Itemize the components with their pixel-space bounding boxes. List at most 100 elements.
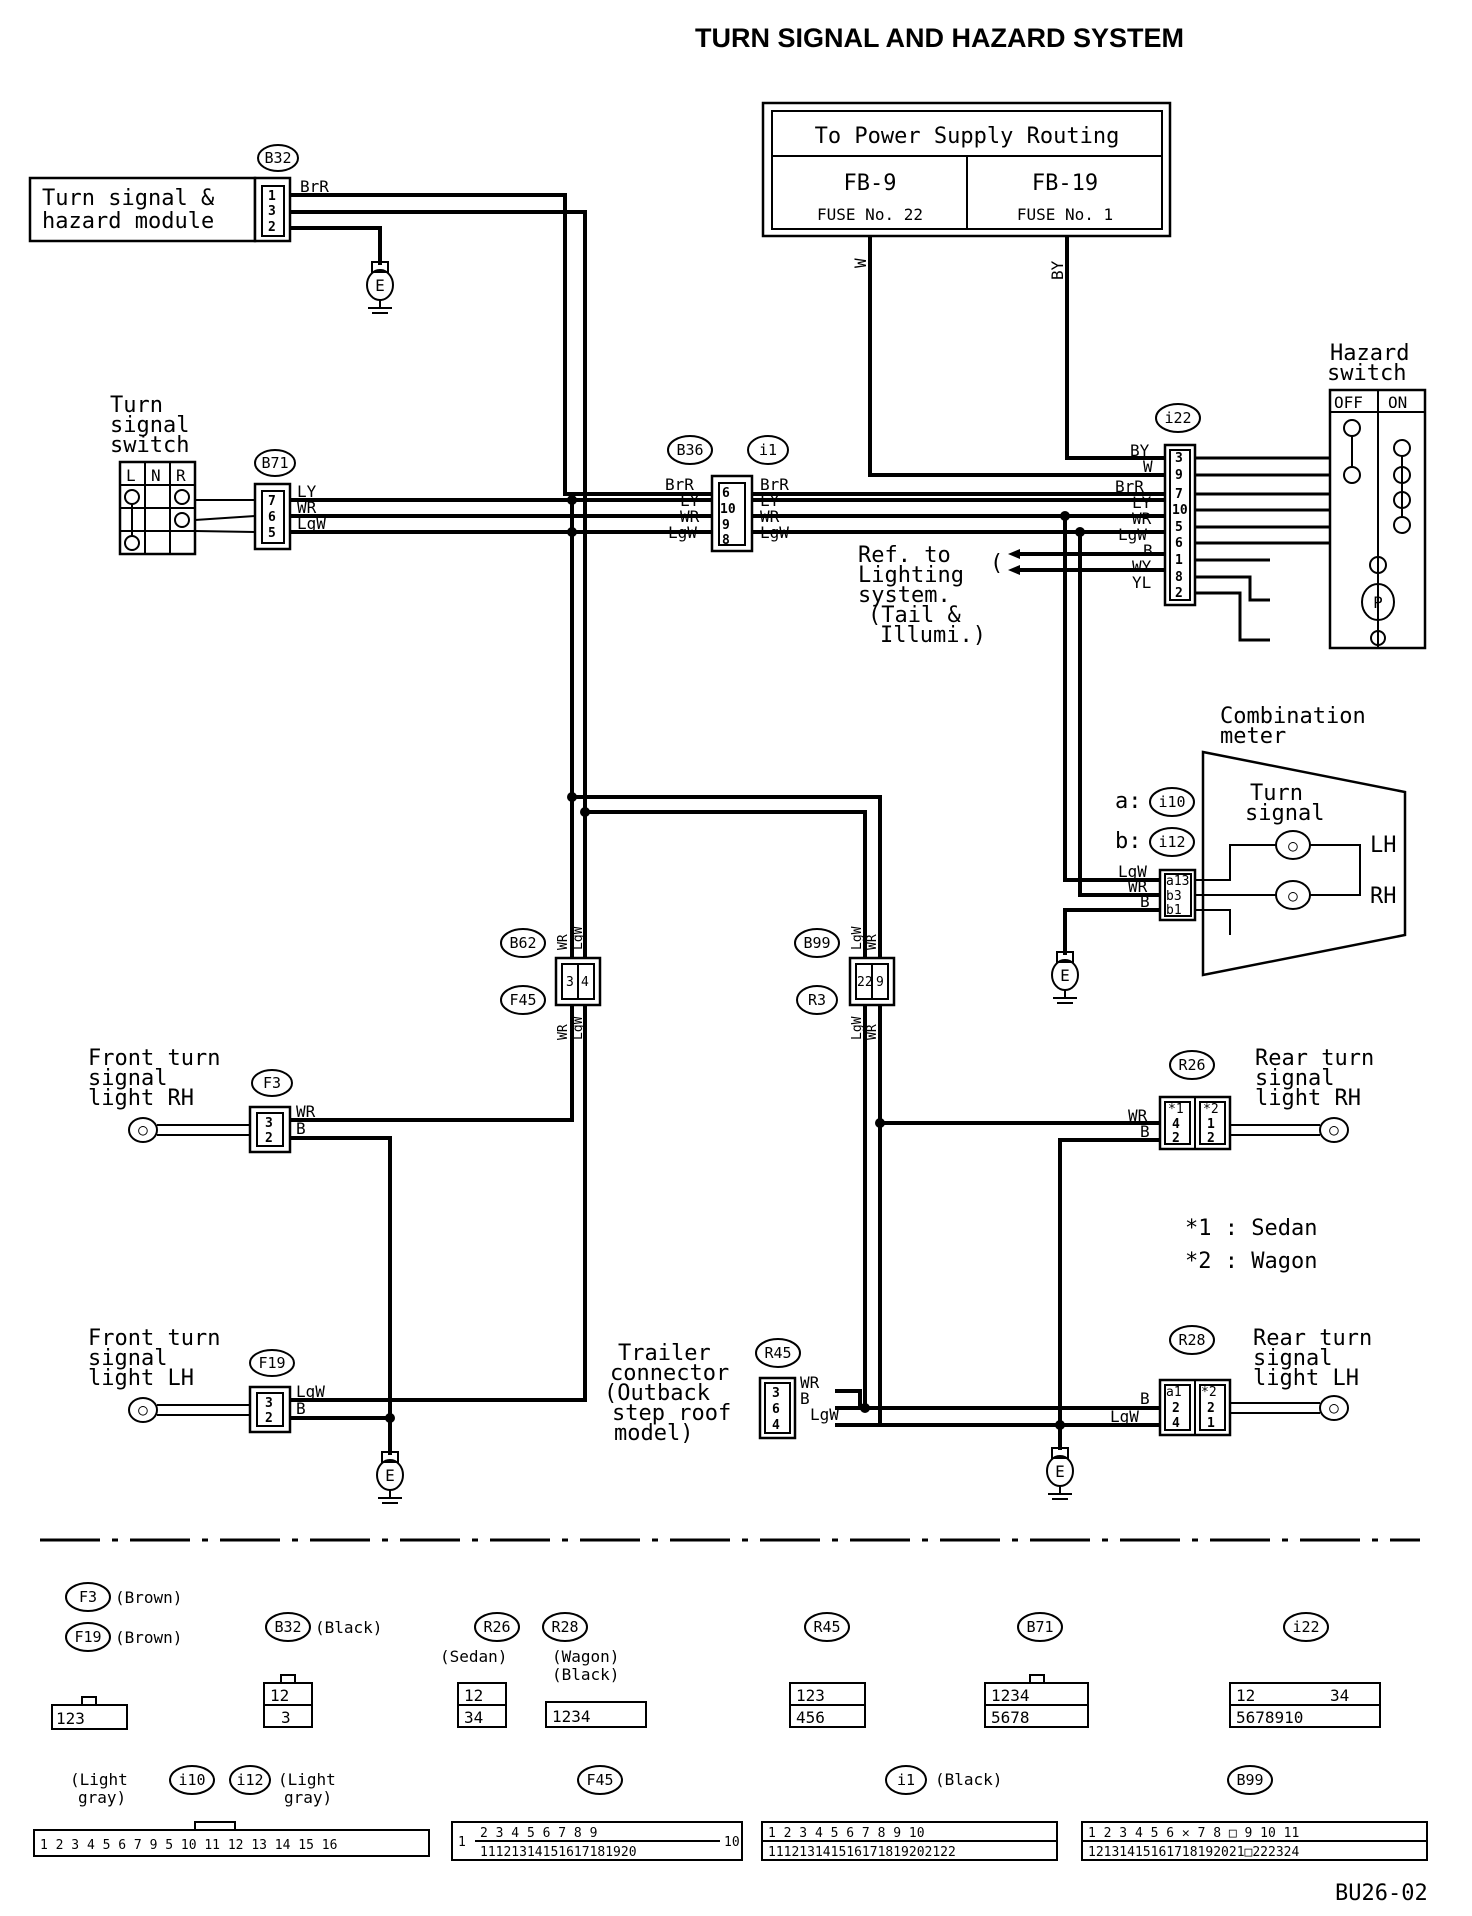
svg-text:W: W: [851, 258, 870, 268]
svg-text:P: P: [1373, 593, 1383, 612]
svg-text:○: ○: [1329, 1120, 1339, 1139]
svg-text:LgW: LgW: [760, 523, 789, 542]
svg-text:LgW: LgW: [1118, 525, 1147, 544]
connector-r3-tag: R3: [796, 985, 838, 1015]
svg-text:2: 2: [268, 220, 276, 235]
svg-text:Front turn: Front turn: [88, 1046, 220, 1071]
svg-text:i10: i10: [1158, 793, 1185, 811]
svg-text:WR: WR: [296, 1102, 316, 1121]
svg-text:(Outback: (Outback: [604, 1381, 710, 1406]
svg-text:LgW: LgW: [850, 1016, 865, 1040]
svg-text:WR: WR: [1128, 1106, 1148, 1125]
svg-text:1 2 3 4 5 6 7 8 9 10: 1 2 3 4 5 6 7 8 9 10: [768, 1826, 925, 1841]
svg-text:LgW: LgW: [810, 1405, 839, 1424]
svg-text:W: W: [1143, 457, 1153, 476]
svg-text:○: ○: [1288, 886, 1298, 905]
svg-text:(Brown): (Brown): [115, 1588, 182, 1607]
svg-text:Turn: Turn: [1250, 781, 1303, 806]
wire-brr-b32: BrR: [300, 177, 329, 196]
svg-text:4: 4: [1172, 1117, 1180, 1132]
fb19-label: FB-19: [1032, 171, 1098, 196]
svg-text:12131415161718192021□222324: 12131415161718192021□222324: [1088, 1845, 1299, 1860]
svg-text:i1: i1: [897, 1771, 915, 1789]
svg-text:LgW: LgW: [571, 926, 586, 950]
svg-text:2: 2: [1207, 1131, 1215, 1146]
svg-text:BrR: BrR: [665, 475, 694, 494]
svg-text:signal: signal: [1255, 1066, 1334, 1091]
wire-lgw-b71: LgW: [297, 514, 326, 533]
svg-text:Lighting: Lighting: [858, 563, 964, 588]
svg-text:123: 123: [796, 1686, 825, 1705]
svg-text:B71: B71: [1026, 1618, 1053, 1636]
svg-text:B32: B32: [264, 149, 291, 167]
wire-network: [290, 193, 1380, 1455]
svg-text:10: 10: [724, 1835, 740, 1850]
svg-text:B36: B36: [676, 441, 703, 459]
svg-text:B: B: [800, 1389, 810, 1408]
svg-text:R26: R26: [1178, 1056, 1205, 1074]
svg-text:b:: b:: [1115, 829, 1142, 854]
svg-text:LY: LY: [760, 491, 780, 510]
svg-text:WR: WR: [760, 507, 780, 526]
svg-text:switch: switch: [1327, 361, 1406, 386]
svg-text:F19: F19: [258, 1354, 285, 1372]
svg-text:Combination: Combination: [1220, 704, 1366, 729]
svg-text:R28: R28: [551, 1618, 578, 1636]
svg-text:model): model): [614, 1421, 693, 1446]
note-wagon: *2 : Wagon: [1185, 1249, 1317, 1274]
svg-text:LgW: LgW: [1110, 1407, 1139, 1426]
front-turn-light-rh: Front turn signal light RH ○ 32: [88, 1046, 292, 1154]
ground-rear: E: [1046, 1447, 1074, 1500]
svg-text:E: E: [385, 1466, 395, 1485]
svg-text:YL: YL: [1132, 573, 1151, 592]
svg-text:LgW: LgW: [296, 1382, 325, 1401]
svg-text:○: ○: [138, 1120, 148, 1139]
svg-text:2: 2: [1207, 1401, 1215, 1416]
connector-i10-tag: i10: [1149, 787, 1195, 817]
connector-f19-tag: F19: [249, 1349, 295, 1377]
lighting-system-ref: Ref. to Lighting system. (Tail & Illumi.…: [858, 543, 1020, 648]
svg-text:Trailer: Trailer: [618, 1341, 711, 1366]
connector-r28-tag: R28: [1169, 1325, 1215, 1355]
svg-text:LgW: LgW: [850, 926, 865, 950]
svg-text:LY: LY: [680, 491, 700, 510]
svg-text:i22: i22: [1164, 409, 1191, 427]
svg-text:5: 5: [1175, 520, 1183, 535]
svg-text:light RH: light RH: [1255, 1086, 1361, 1111]
svg-text:WR: WR: [865, 934, 880, 950]
front-turn-light-lh: Front turn signal light LH ○ 32: [88, 1326, 292, 1434]
svg-text:signal: signal: [88, 1066, 167, 1091]
svg-text:1: 1: [458, 1835, 466, 1850]
svg-text:signal: signal: [1245, 801, 1324, 826]
svg-text:switch: switch: [110, 433, 189, 458]
svg-text:gray): gray): [78, 1788, 126, 1807]
svg-text:34: 34: [1330, 1686, 1349, 1705]
svg-text:i22: i22: [1292, 1618, 1319, 1636]
svg-text:2: 2: [265, 1411, 273, 1426]
svg-text:8: 8: [1175, 570, 1183, 585]
svg-text:(Sedan): (Sedan): [440, 1647, 507, 1666]
svg-text:34: 34: [464, 1708, 483, 1727]
svg-text:BY: BY: [1048, 260, 1067, 280]
svg-text:123: 123: [56, 1709, 85, 1728]
svg-text:B: B: [1140, 1122, 1150, 1141]
svg-text:7: 7: [268, 494, 276, 509]
connector-b99-tag: B99: [794, 928, 840, 958]
svg-text:B: B: [1140, 1389, 1150, 1408]
svg-text:signal: signal: [110, 413, 189, 438]
svg-text:2: 2: [1172, 1401, 1180, 1416]
svg-text:Front turn: Front turn: [88, 1326, 220, 1351]
svg-text:*2: *2: [1201, 1385, 1217, 1400]
connector-b71-tag: B71: [254, 449, 296, 477]
svg-text:22: 22: [857, 975, 873, 990]
connector-b32-tag: B32: [257, 144, 299, 172]
ground-b32: E: [366, 261, 394, 314]
svg-text:4: 4: [772, 1418, 780, 1433]
svg-text:○: ○: [138, 1400, 148, 1419]
svg-text:11121314151617181920: 11121314151617181920: [480, 1845, 637, 1860]
svg-text:5678: 5678: [991, 1708, 1030, 1727]
svg-text:9: 9: [1175, 468, 1183, 483]
